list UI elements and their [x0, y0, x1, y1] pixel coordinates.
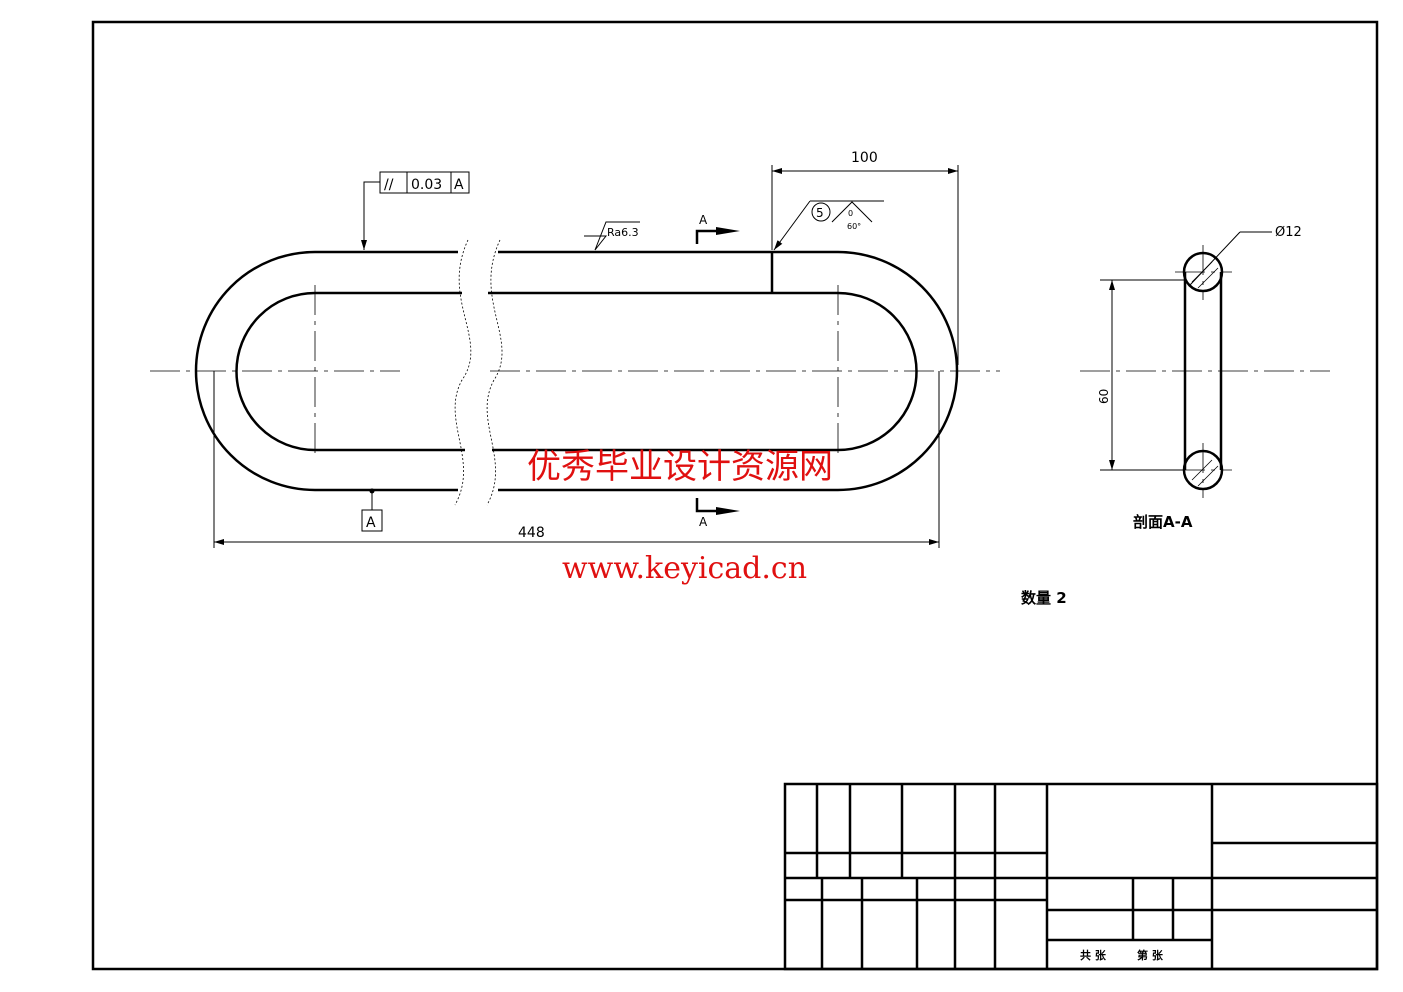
watermark-url: www.keyicad.cn: [562, 551, 807, 586]
datum-label: A: [366, 515, 376, 531]
weld-gap: 0: [848, 209, 853, 218]
section-title: 剖面A-A: [1133, 513, 1193, 531]
weld-number-circle: [811, 202, 831, 222]
title-block: [783, 782, 1379, 971]
weld-number: 5: [816, 206, 824, 220]
quantity-label: 数量 2: [1021, 589, 1067, 607]
sheet-number-label: 第 张: [1137, 948, 1164, 962]
section-view: [1182, 251, 1224, 491]
dimension-overall: 448: [518, 525, 545, 541]
sheets-total-label: 共 张: [1080, 948, 1107, 962]
section-mark-bottom: A: [699, 515, 708, 529]
drawing-frame: [91, 20, 1379, 971]
dimension-60: 60: [1097, 389, 1111, 404]
tolerance-datum: A: [454, 177, 464, 193]
break-lines: [454, 239, 503, 506]
parallelism-symbol: //: [384, 177, 394, 193]
diameter-label: Ø12: [1275, 225, 1302, 240]
geometric-tolerance-frame: [361, 171, 470, 532]
section-marks: [695, 229, 720, 513]
tolerance-value: 0.03: [411, 177, 442, 193]
watermark-title: 优秀毕业设计资源网: [527, 447, 833, 487]
dimensions: [213, 165, 1272, 548]
section-mark-top: A: [699, 213, 708, 227]
ring-part: [194, 250, 959, 492]
dimension-100: 100: [851, 150, 878, 166]
roughness-label: Ra6.3: [607, 226, 639, 239]
weld-angle: 60°: [847, 222, 861, 231]
